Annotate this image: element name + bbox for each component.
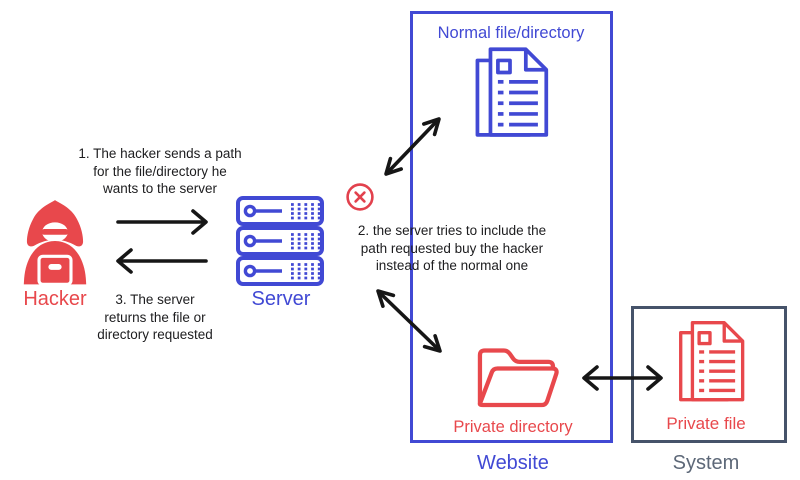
private-file-icon — [674, 320, 746, 404]
arrowhead-left — [116, 248, 133, 274]
server-icon — [236, 196, 324, 286]
system-box — [631, 306, 787, 443]
website-label: Website — [477, 452, 549, 474]
normal-file-icon — [470, 47, 550, 139]
server-label: Server — [251, 288, 311, 310]
error-icon — [345, 182, 375, 212]
arrowhead-up-left — [376, 289, 396, 308]
system-label: System — [672, 452, 740, 474]
normal-file-label: Normal file/directory — [437, 24, 585, 42]
hacker-icon — [16, 196, 94, 290]
website-box — [410, 11, 613, 443]
step3-note: 3. The server returns the file or direct… — [97, 292, 213, 343]
private-directory-label: Private directory — [453, 418, 573, 436]
arrowhead-right — [191, 209, 208, 235]
step1-note: 1. The hacker sends a path for the file/… — [78, 146, 242, 197]
step2-note: 2. the server tries to include the path … — [357, 223, 547, 274]
hacker-label: Hacker — [23, 288, 87, 310]
arrowhead-down-left — [384, 156, 403, 176]
private-file-label: Private file — [666, 414, 746, 433]
private-directory-icon — [471, 341, 561, 415]
